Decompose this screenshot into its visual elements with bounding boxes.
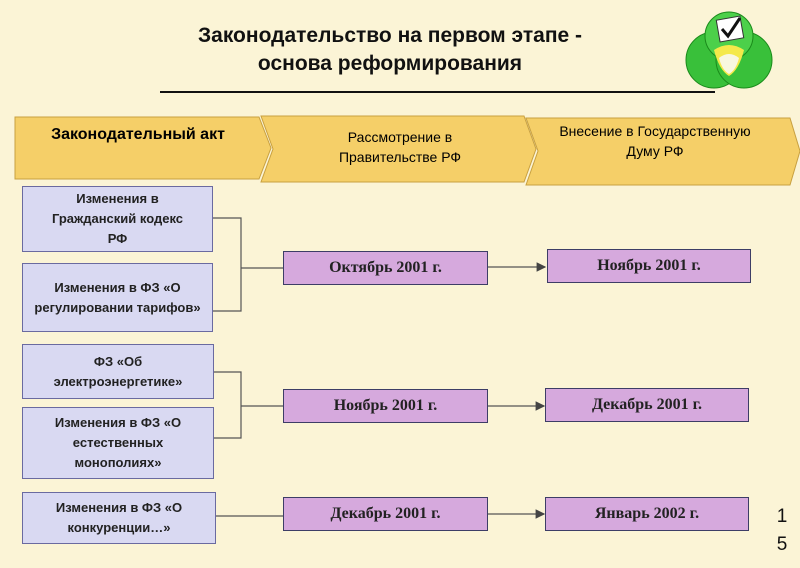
page-title: Законодательство на первом этапе - основ… — [150, 22, 630, 78]
government-date-2: Ноябрь 2001 г. — [283, 389, 488, 423]
act-label: Изменения в Гражданский кодекс РФ — [51, 191, 184, 246]
act-label: Изменения в ФЗ «О конкуренции…» — [55, 500, 183, 535]
header-arrow-duma — [525, 117, 800, 186]
act-box-electricity: ФЗ «Об электроэнергетике» — [22, 344, 214, 399]
act-label: Изменения в ФЗ «О регулировании тарифов» — [34, 279, 201, 315]
act-box-tariffs: Изменения в ФЗ «О регулировании тарифов» — [22, 263, 213, 332]
title-line-2: основа реформирования — [257, 52, 523, 75]
government-date-3: Декабрь 2001 г. — [283, 497, 488, 531]
header-duma-label: Внесение в Государственную Думу РФ — [559, 123, 751, 159]
act-label: ФЗ «Об электроэнергетике» — [53, 353, 183, 389]
header-arrow-act — [14, 116, 272, 180]
header-act-label: Законодательный акт — [51, 126, 225, 143]
act-box-civil-code: Изменения в Гражданский кодекс РФ — [22, 186, 213, 252]
checkmark-logo-icon — [685, 11, 773, 89]
duma-date-1: Ноябрь 2001 г. — [547, 249, 751, 283]
title-underline — [160, 91, 715, 93]
act-box-natural-monopolies: Изменения в ФЗ «О естественных монополия… — [22, 407, 214, 479]
duma-date-3: Январь 2002 г. — [545, 497, 749, 531]
act-box-competition: Изменения в ФЗ «О конкуренции…» — [22, 492, 216, 544]
act-label: Изменения в ФЗ «О естественных монополия… — [54, 415, 182, 470]
government-date-1: Октябрь 2001 г. — [283, 251, 488, 285]
header-arrows — [14, 115, 800, 186]
header-government-label: Рассмотрение в Правительстве РФ — [338, 129, 462, 165]
header-arrow-government — [260, 115, 537, 183]
page-number: 1 5 — [776, 506, 788, 555]
title-line-1: Законодательство на первом этапе - — [197, 24, 583, 47]
duma-date-2: Декабрь 2001 г. — [545, 388, 749, 422]
